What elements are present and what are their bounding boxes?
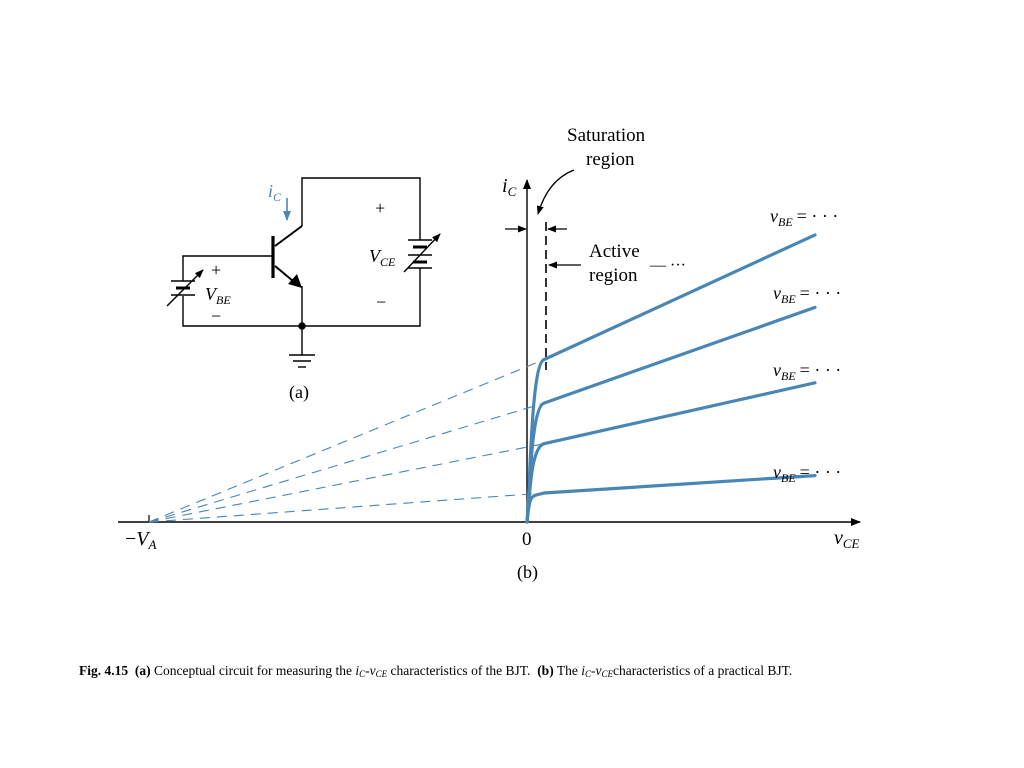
vce-label: VCE — [369, 246, 396, 269]
ic-vce-curve — [525, 381, 817, 524]
vbe-label: VBE — [205, 284, 231, 307]
y-axis-label: iC — [502, 175, 517, 199]
caption-ic-sub-b: C — [584, 669, 591, 679]
collector-wire — [301, 177, 421, 240]
ground-node — [298, 322, 306, 330]
curves-group — [525, 233, 817, 524]
vbe-battery-icon — [166, 269, 204, 307]
caption-fig-label: Fig. 4.15 — [79, 663, 129, 678]
early-voltage-extrapolation-line — [148, 359, 545, 523]
extrapolation-lines — [148, 359, 545, 523]
curve-labels: vBE= · · · vBE= · · · vBE= · · · vBE= · · · — [770, 206, 841, 485]
caption-vce-sub-b: CE — [601, 669, 613, 679]
caption-part-a-end: characteristics of the BJT. — [390, 663, 531, 678]
saturation-label-line2: region — [586, 149, 635, 170]
vbe-curve-label: vBE= · · · — [770, 206, 838, 229]
vce-plus: + — [375, 198, 385, 218]
caption-dash-b: - — [590, 663, 596, 678]
va-label: −VA — [125, 528, 157, 552]
active-label-trailing: — ··· — [649, 257, 686, 274]
vce-battery-icon — [403, 233, 441, 273]
saturation-pointer-arrow — [536, 169, 575, 215]
vce-minus: − — [376, 292, 386, 312]
circuit-ic-label: iC — [268, 181, 282, 204]
x-axis-label: vCE — [834, 527, 860, 551]
characteristics-plot — [118, 169, 861, 526]
early-voltage-extrapolation-line — [148, 443, 545, 523]
caption-part-a-label: (a) — [134, 663, 151, 678]
caption-ic-symbol-b: i — [581, 663, 585, 678]
caption-vce-symbol: v — [369, 663, 376, 678]
panel-b-label: (b) — [517, 562, 538, 583]
circuit-diagram — [166, 177, 441, 368]
active-label-line1: Active — [589, 241, 640, 262]
caption-part-b-end: characteristics of a practical BJT. — [613, 663, 793, 678]
emitter-arrow-icon — [288, 274, 302, 288]
origin-label: 0 — [522, 529, 532, 550]
base-wire — [182, 255, 273, 281]
ic-vce-curve — [525, 474, 817, 524]
transistor-collector — [274, 225, 303, 247]
caption-ic-sub: C — [359, 669, 366, 679]
saturation-label-line1: Saturation — [567, 125, 646, 146]
early-voltage-extrapolation-line — [148, 492, 545, 523]
caption-part-b-text: The — [556, 663, 578, 678]
figure-caption: Fig. 4.15 (a) Conceptual circuit for mea… — [79, 663, 979, 679]
caption-vce-symbol-b: v — [595, 663, 602, 678]
ic-vce-curve — [525, 233, 817, 524]
caption-part-a-text: Conceptual circuit for measuring the — [154, 663, 352, 678]
vbe-minus: − — [211, 306, 221, 326]
caption-part-b-label: (b) — [537, 663, 554, 678]
bjt-figure: iC + VBE − + VCE − (a) Saturation region… — [118, 125, 861, 583]
vbe-curve-label: vBE= · · · — [773, 283, 841, 306]
caption-vce-sub: CE — [375, 669, 388, 679]
vbe-curve-label: vBE= · · · — [773, 462, 841, 485]
caption-ic-symbol: i — [355, 663, 360, 678]
early-voltage-extrapolation-line — [148, 402, 545, 523]
caption-dash-a: - — [365, 663, 370, 678]
vbe-plus: + — [211, 260, 221, 280]
active-label-line2: region — [589, 265, 638, 286]
panel-a-label: (a) — [289, 382, 309, 403]
vbe-curve-label: vBE= · · · — [773, 360, 841, 383]
